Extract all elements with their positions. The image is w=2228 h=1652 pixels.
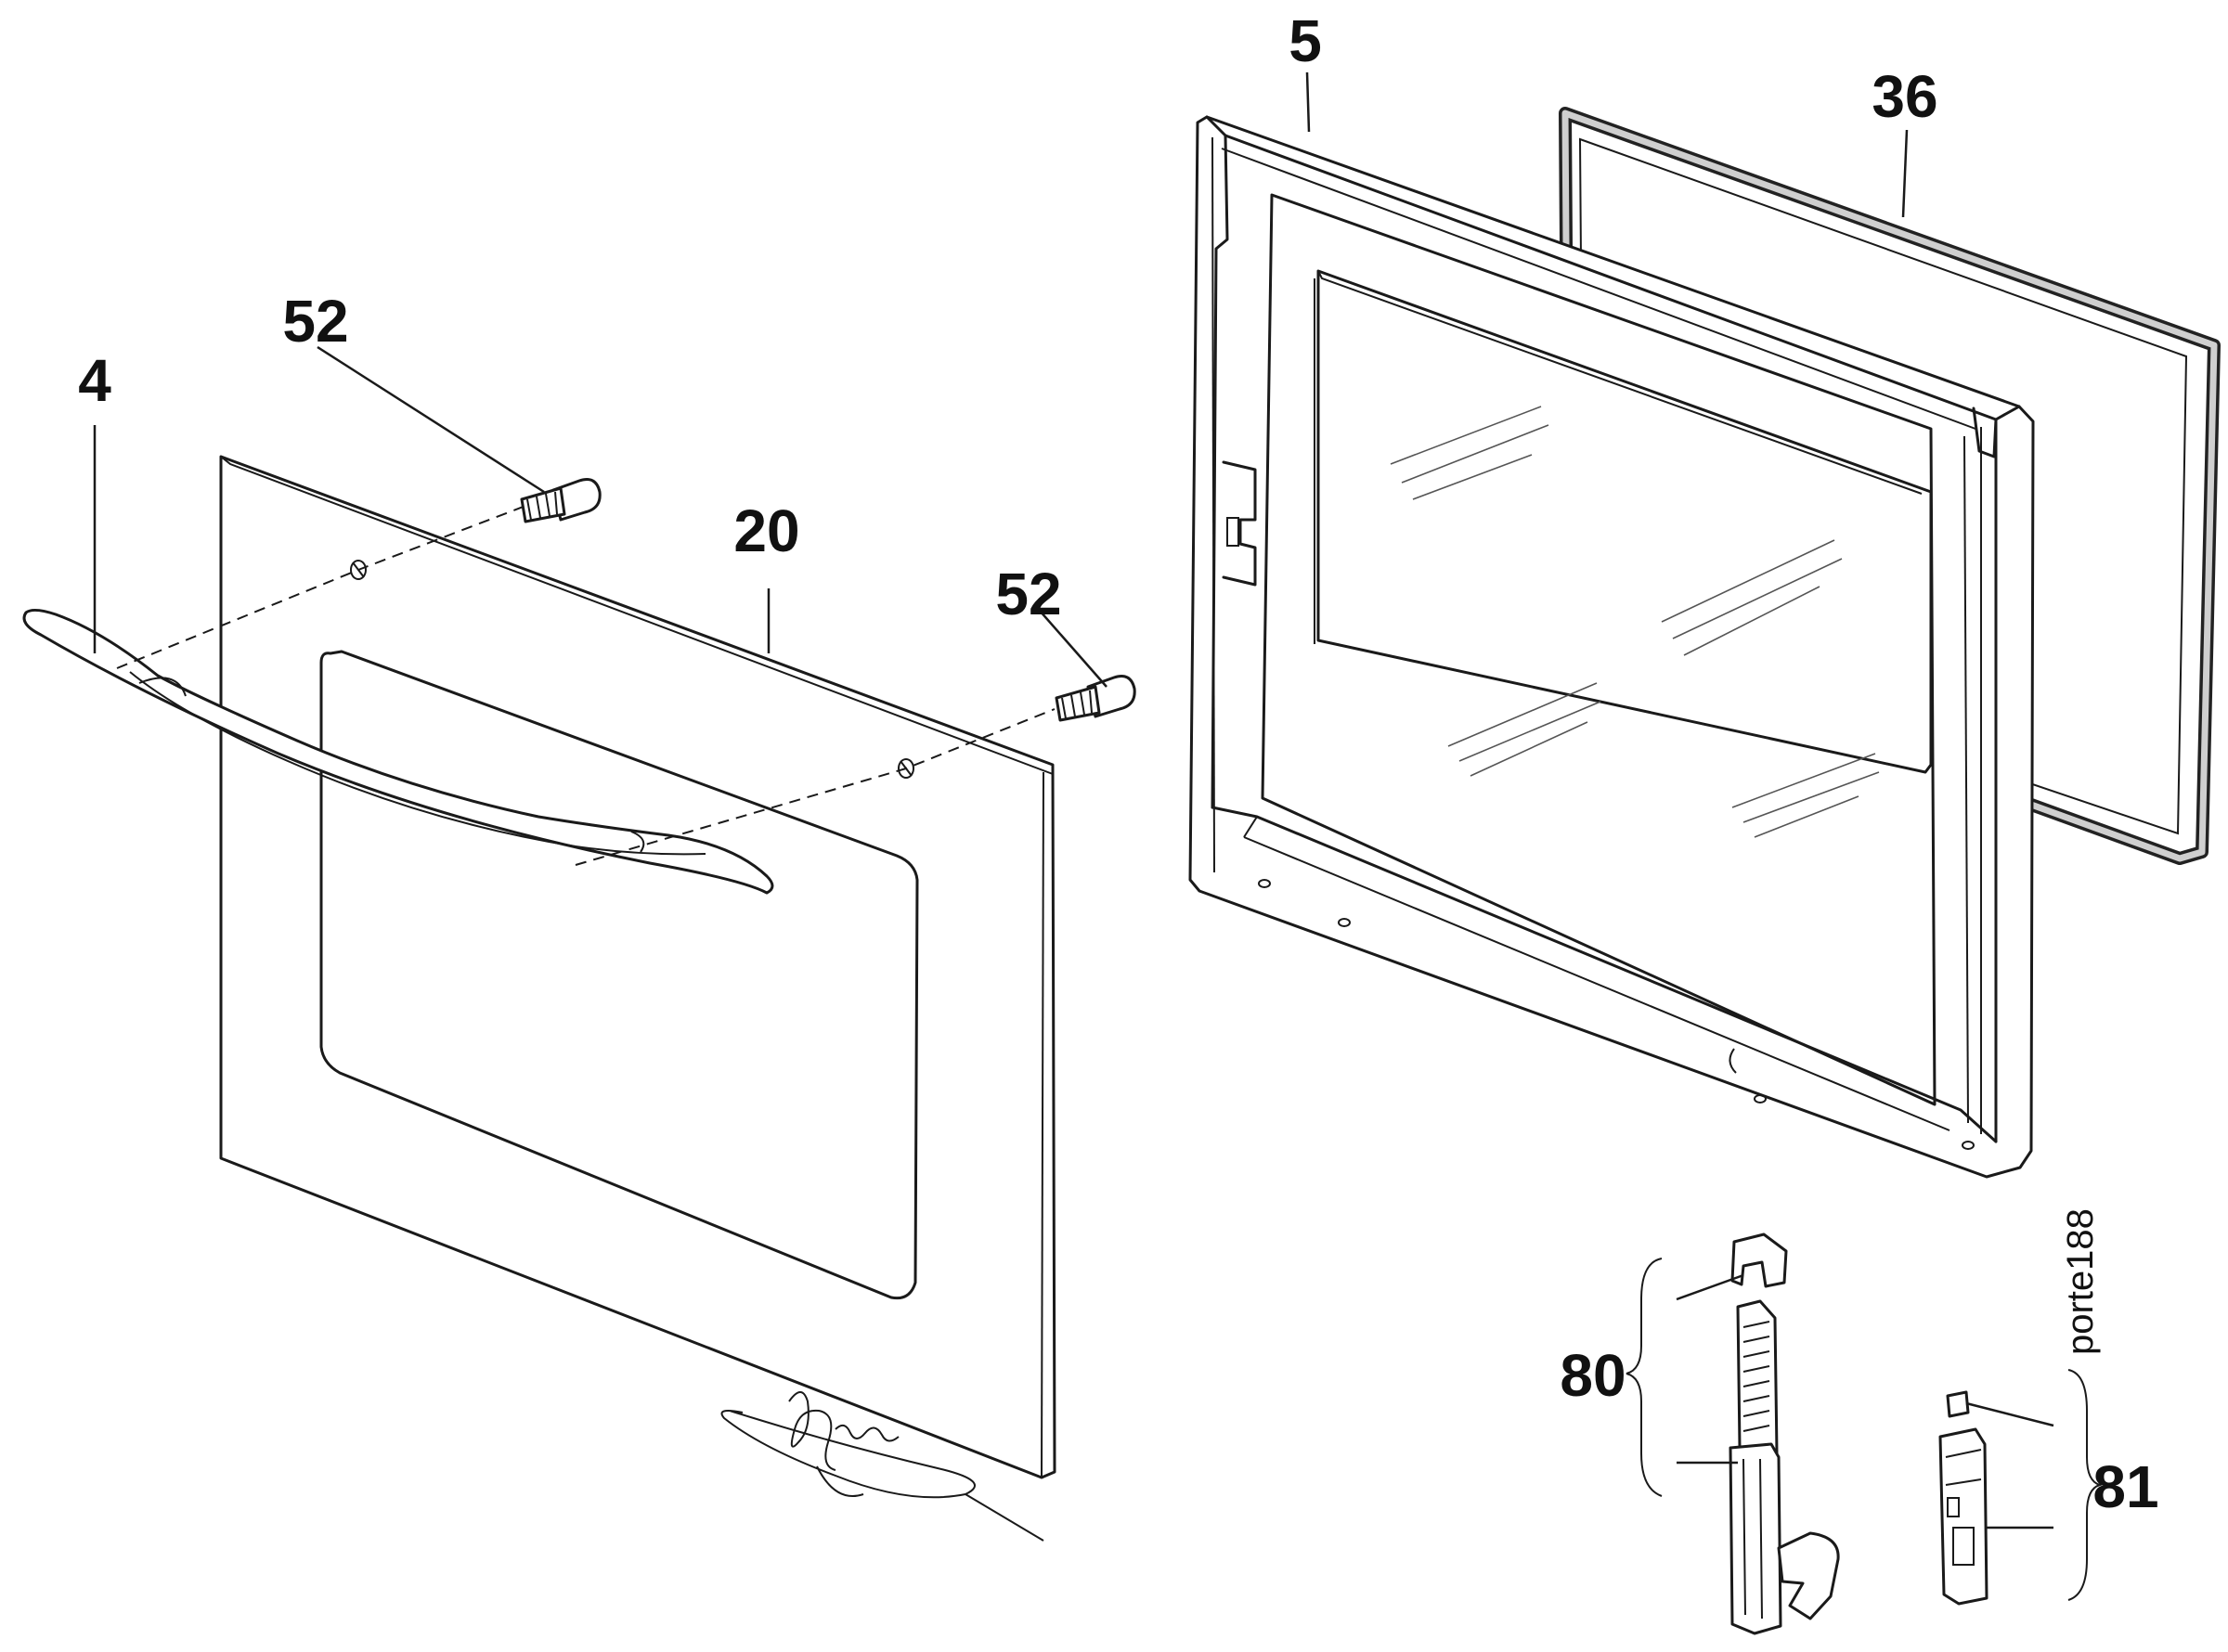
- label-door-frame-5: 5: [1289, 7, 1322, 74]
- alignment-line-upper: [116, 502, 534, 669]
- label-outer-glass-panel-20: 20: [733, 497, 799, 564]
- screw-lower-part: [1055, 675, 1136, 722]
- brand-signature-logo: [720, 1391, 1044, 1542]
- alignment-line-lower: [575, 708, 1056, 866]
- inner-glass-part: [1314, 269, 1933, 838]
- leader-lines: [93, 71, 2054, 1529]
- hinge-right-part: [1938, 1390, 1988, 1606]
- label-hinge-right-81: 81: [2092, 1453, 2158, 1520]
- drawing-code: porte188: [2060, 1208, 2101, 1355]
- handle-part: [22, 608, 774, 895]
- label-hinge-left-80: 80: [1560, 1342, 1626, 1409]
- brace-80: [1626, 1258, 1663, 1497]
- label-handle-4: 4: [78, 347, 111, 414]
- label-screw-upper-52: 52: [282, 288, 348, 355]
- label-screw-lower-52: 52: [995, 561, 1061, 627]
- outer-glass-panel-part: [219, 455, 1056, 1542]
- brace-81: [2067, 1369, 2104, 1601]
- hinge-left-part: [1729, 1233, 1840, 1635]
- label-gasket-36: 36: [1872, 63, 1937, 130]
- screw-upper-part: [520, 478, 602, 523]
